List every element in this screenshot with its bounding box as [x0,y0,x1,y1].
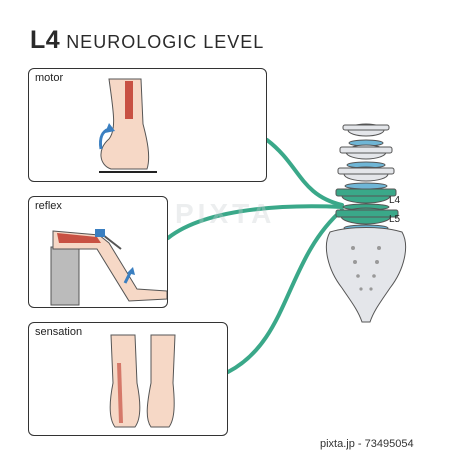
nerve-to-reflex [166,204,344,240]
spine-label-l4: L4 [389,195,401,206]
nerve-to-sensation [226,208,344,374]
stock-id: pixta.jp - 73495054 [320,438,414,450]
motor-illustration [99,78,157,173]
page-title: L4 NEUROLOGIC LEVEL [30,26,264,55]
panel-motor: motor [28,68,267,182]
spine-label-l5: L5 [389,214,401,225]
panel-motor-label: motor [35,72,64,84]
title-level: L4 [30,26,61,54]
spine-illustration [326,123,406,323]
panel-sensation-label: sensation [35,326,83,338]
nerve-to-motor [265,138,344,207]
reflex-illustration [50,229,167,306]
title-text: NEUROLOGIC LEVEL [66,32,265,52]
watermark: PIXTA [175,198,276,229]
sensation-illustration [109,334,176,428]
panel-reflex-label: reflex [35,200,62,212]
panel-reflex: reflex [28,196,168,308]
panel-sensation: sensation [28,322,228,436]
nerve-paths [166,138,344,374]
